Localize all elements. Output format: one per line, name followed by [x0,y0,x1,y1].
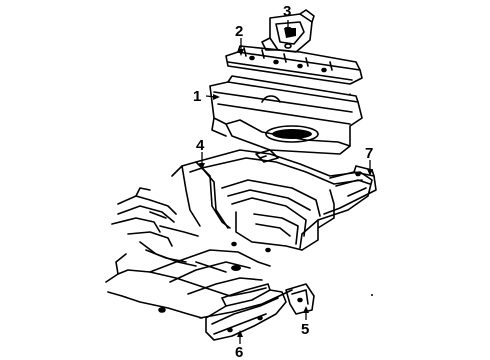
detail-marks [349,93,373,296]
part-6-sill-extension [205,283,287,341]
part-5-gusset [285,283,315,315]
callout-4: 4 [196,137,205,154]
callout-labels: 1 2 3 4 5 6 7 [193,3,373,360]
callout-2: 2 [235,23,243,40]
part-4-floor-pan [105,149,373,319]
leader-lines [199,20,373,344]
callout-7: 7 [365,145,373,162]
part-1-shelf-panel [209,75,363,155]
callout-5: 5 [301,321,309,338]
part-7-rail-extension [323,165,377,215]
callout-6: 6 [235,344,243,360]
part-2-crossmember [225,45,363,85]
callout-3: 3 [283,3,291,20]
callout-1: 1 [193,88,201,105]
